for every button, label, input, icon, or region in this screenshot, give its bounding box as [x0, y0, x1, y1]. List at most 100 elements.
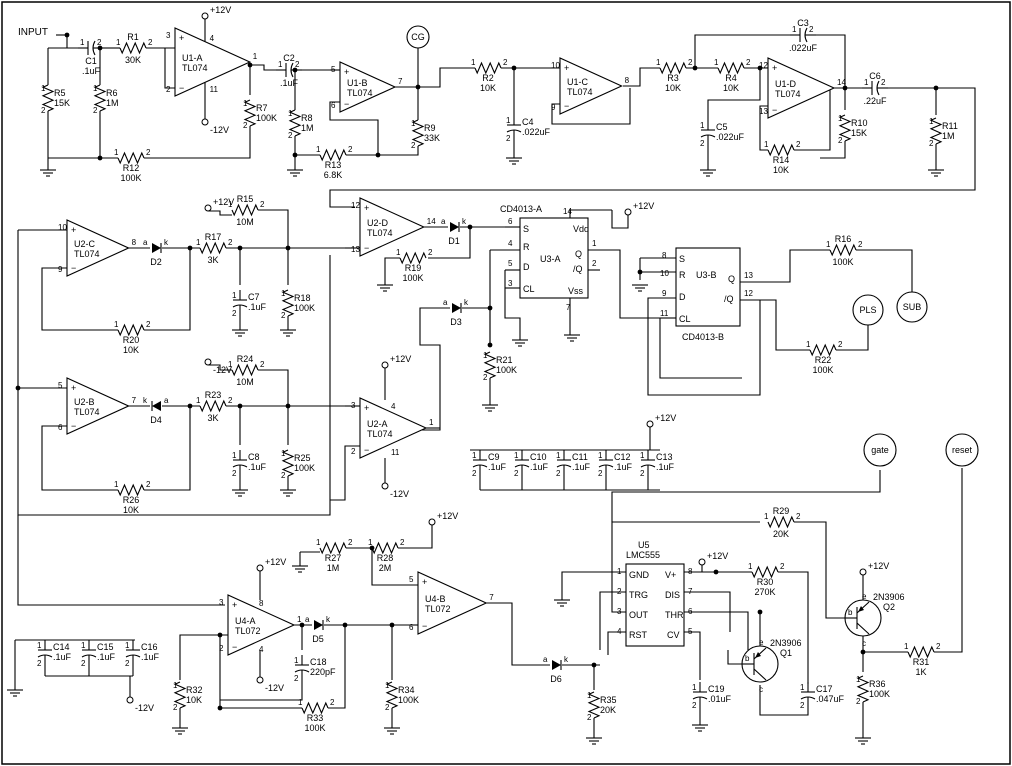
pin-vplus: V+ — [665, 570, 676, 580]
anode-label: a — [443, 298, 448, 307]
pin-number: 1 — [617, 567, 622, 576]
wire — [836, 325, 869, 351]
pin-number: 6 — [58, 423, 63, 432]
pin-number: 2 — [796, 512, 801, 521]
pin-number: 1 — [396, 248, 401, 257]
ground-symbol — [7, 689, 23, 697]
input-sign: + — [344, 67, 349, 77]
input-sign: + — [71, 225, 76, 235]
anode-label: a — [164, 396, 169, 405]
pin-number: 9 — [662, 289, 667, 298]
wire — [208, 210, 232, 216]
pin-number: 1 — [385, 681, 390, 690]
wire — [588, 249, 660, 319]
wire — [647, 297, 761, 396]
pin-number: 2 — [411, 141, 416, 150]
ground-symbol — [172, 727, 188, 735]
pin-number: 2 — [97, 38, 102, 47]
capacitor-ref: C14 — [53, 642, 70, 652]
supply-label: +12V — [213, 197, 234, 207]
pin-q: Q — [728, 274, 735, 284]
negative-supply: -12V — [204, 358, 232, 375]
pin-gnd: GND — [629, 570, 650, 580]
supply-label: -12V — [135, 703, 154, 713]
resistor-ref: R20 — [123, 335, 140, 345]
ground-symbol — [855, 737, 871, 745]
pin-number: 4 — [210, 34, 215, 43]
pin-number: 1 — [764, 512, 769, 521]
wire — [328, 625, 346, 709]
anode-label: a — [143, 238, 148, 247]
resistor-value: 6.8K — [324, 170, 343, 180]
resistor-ref: R19 — [405, 263, 422, 273]
pin-number: 2 — [219, 644, 224, 653]
capacitor-value: .1uF — [248, 302, 267, 312]
ground-symbol — [482, 404, 498, 412]
capacitor-ref: C11 — [572, 452, 588, 462]
pin-number: 2 — [243, 121, 248, 130]
pin-number: 2 — [838, 136, 843, 145]
pin-number: 1 — [864, 78, 869, 87]
resistor-ref: R16 — [835, 234, 852, 244]
supply-label: +12V — [633, 201, 654, 211]
junction-dot — [285, 403, 291, 409]
transistor-ref: Q1 — [780, 648, 792, 658]
pin-number: 2 — [232, 469, 237, 478]
opamp-type: TL074 — [182, 63, 208, 73]
resistor-ref: R25 — [294, 453, 311, 463]
opamp-type: TL072 — [425, 604, 451, 614]
ground-symbol — [280, 329, 296, 337]
pin-number: 2 — [809, 25, 814, 34]
pin-number: 11 — [210, 85, 219, 94]
pin-number: 1 — [116, 38, 121, 47]
pin-number: 1 — [368, 538, 373, 547]
supply-label: -12V — [265, 683, 284, 693]
pin-number: 2 — [640, 469, 645, 478]
resistor-ref: R14 — [773, 155, 790, 165]
wire — [250, 64, 276, 71]
resistor-value: 1M — [301, 123, 314, 133]
resistor-value: 10M — [236, 377, 254, 387]
opamp-type: TL072 — [235, 626, 261, 636]
junction-dot — [487, 342, 493, 348]
pin-number: 1 — [587, 691, 592, 700]
opamp-type: TL074 — [347, 88, 373, 98]
capacitor-value: .22uF — [863, 96, 887, 106]
ground-symbol — [632, 284, 648, 292]
pin-number: 7 — [688, 587, 693, 596]
wire — [599, 591, 626, 650]
resistor-value: 33K — [424, 133, 440, 143]
pin-number: 2 — [281, 311, 286, 320]
capacitor-value: .1uF — [614, 462, 633, 472]
pin-d: D — [523, 262, 530, 272]
opamp-type: TL074 — [74, 249, 100, 259]
wire — [740, 249, 830, 283]
emitter-label: e — [862, 592, 867, 601]
input-sign: − — [364, 243, 369, 253]
pin-number: 10 — [551, 61, 560, 70]
pin-number: 1 — [692, 683, 697, 692]
resistor-value: 20K — [773, 529, 789, 539]
junction-dot — [217, 632, 223, 638]
capacitor-ref: C9 — [488, 452, 500, 462]
transistor-ref: Q2 — [883, 602, 895, 612]
pin-number: 2 — [506, 134, 511, 143]
wire — [611, 470, 881, 522]
